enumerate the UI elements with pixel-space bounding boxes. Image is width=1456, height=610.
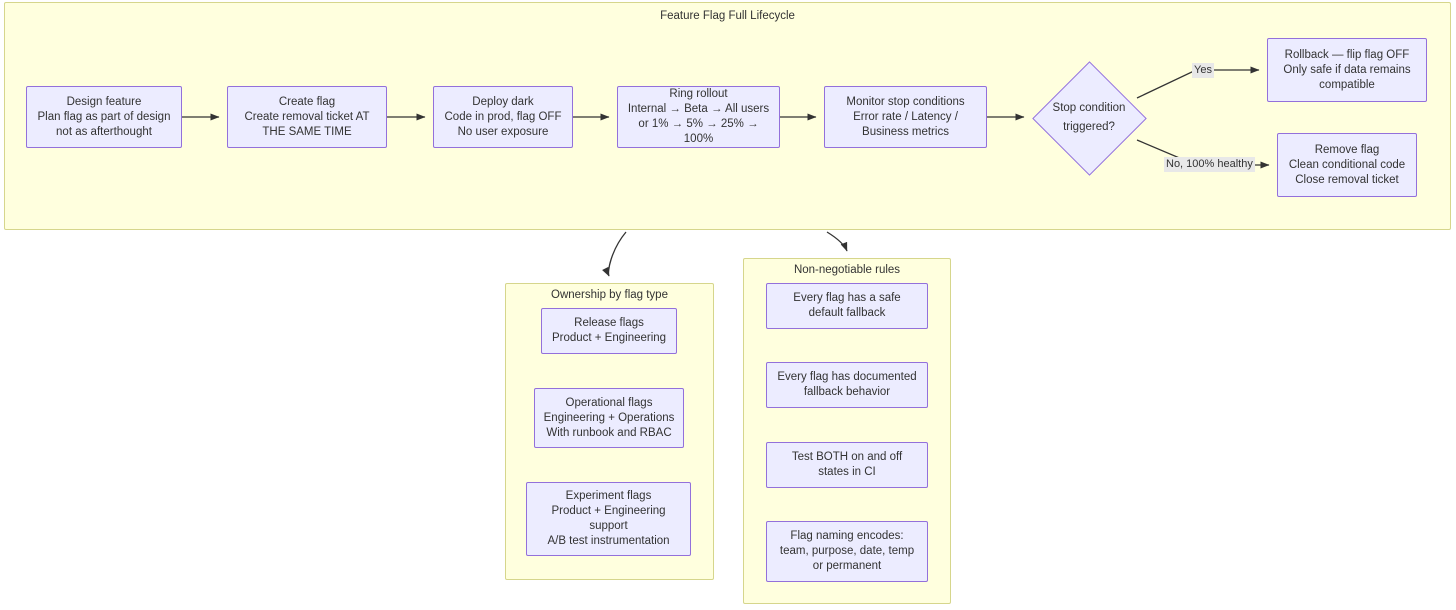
node-create-flag[interactable]: Create flag Create removal ticket AT THE… bbox=[227, 86, 387, 148]
edge-label-yes: Yes bbox=[1192, 63, 1214, 78]
subgraph-title-ownership: Ownership by flag type bbox=[551, 289, 668, 301]
node-rule-test-both-states[interactable]: Test BOTH on and off states in CI bbox=[766, 442, 928, 488]
node-design-feature[interactable]: Design feature Plan flag as part of desi… bbox=[26, 86, 182, 148]
node-ring-rollout[interactable]: Ring rollout Internal → Beta → All users… bbox=[617, 86, 780, 148]
node-deploy-dark[interactable]: Deploy dark Code in prod, flag OFF No us… bbox=[433, 86, 573, 148]
node-rule-safe-default-fallback[interactable]: Every flag has a safe default fallback bbox=[766, 283, 928, 329]
node-stop-condition-decision[interactable]: Stop condition triggered? bbox=[1031, 60, 1147, 176]
node-rule-documented-fallback[interactable]: Every flag has documented fallback behav… bbox=[766, 362, 928, 408]
node-monitor-stop-conditions[interactable]: Monitor stop conditions Error rate / Lat… bbox=[824, 86, 987, 148]
node-stop-condition-label: Stop condition triggered? bbox=[1052, 102, 1126, 133]
subgraph-title-lifecycle: Feature Flag Full Lifecycle bbox=[660, 10, 795, 22]
node-rule-flag-naming[interactable]: Flag naming encodes: team, purpose, date… bbox=[766, 521, 928, 582]
subgraph-title-rules: Non-negotiable rules bbox=[793, 264, 901, 276]
edge-lifecycle-to-rules bbox=[826, 231, 848, 252]
edge-lifecycle-to-ownership bbox=[602, 231, 627, 277]
node-experiment-flags[interactable]: Experiment flags Product + Engineering s… bbox=[526, 482, 691, 556]
node-operational-flags[interactable]: Operational flags Engineering + Operatio… bbox=[534, 388, 684, 448]
node-release-flags[interactable]: Release flags Product + Engineering bbox=[541, 308, 677, 354]
node-rollback[interactable]: Rollback — flip flag OFF Only safe if da… bbox=[1267, 38, 1427, 102]
edge-label-no-healthy: No, 100% healthy bbox=[1164, 157, 1255, 172]
node-remove-flag[interactable]: Remove flag Clean conditional code Close… bbox=[1277, 133, 1417, 197]
